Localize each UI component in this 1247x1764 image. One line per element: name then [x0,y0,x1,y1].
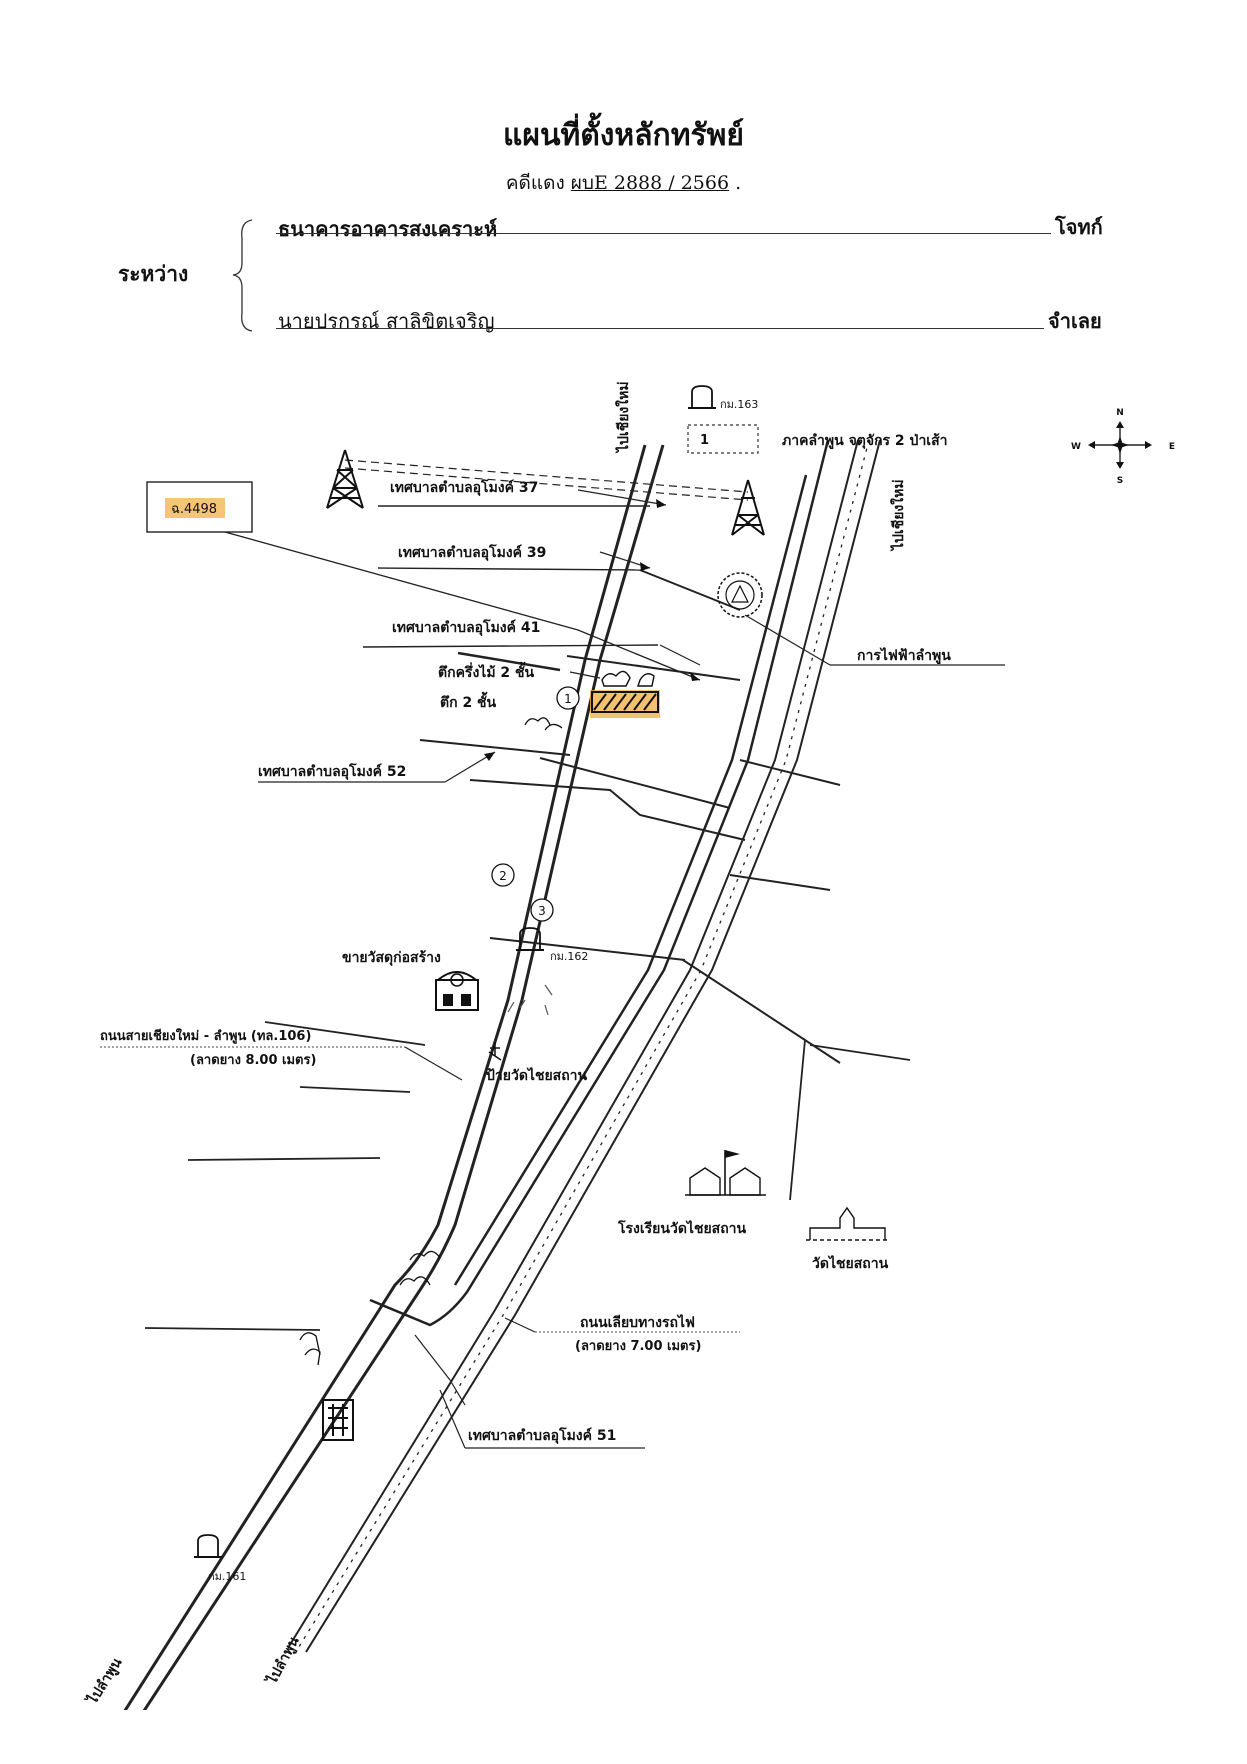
rail-road-name-label: ถนนเลียบทางรถไฟ [580,1313,695,1331]
side-roads [144,505,911,1331]
plaintiff-name: ธนาคารอาคารสงเคราะห์ [278,217,498,241]
scattered-marks [507,984,553,1016]
to-chiang-mai-rail-label: ไปเชียงใหม่ [889,479,907,552]
to-chiang-mai-road-label: ไปเชียงใหม่ [614,381,632,454]
school-label: โรงเรียนวัดไชยสถาน [617,1219,747,1237]
soi-39-label: เทศบาลตำบลอุโมงค์ 39 [398,543,546,561]
defendant-role: จำเลย [1048,309,1102,333]
half-wood-building-label: ตึกครึ่งไม้ 2 ชั้น [438,661,535,681]
plaintiff-role: โจทก์ [1055,215,1103,239]
temple-sign-icon [488,1042,502,1061]
case-number: ผบE 2888 / 2566 [570,172,730,194]
case-prefix: คดีแดง [505,172,565,194]
location-map: N S E W [82,381,1175,1710]
compass-rose: N S E W [1071,408,1175,486]
point-3-label: 3 [538,904,546,918]
km-marker-icon [194,1534,222,1558]
compass-s: S [1117,476,1123,486]
school-building-icon [685,1150,766,1196]
tree-icon [524,717,563,731]
two-storey-building-label: ตึก 2 ชั้น [440,691,497,711]
power-line [344,459,749,501]
km161-label: กม.161 [208,1570,246,1583]
defendant-underline [276,328,1044,329]
point-2-label: 2 [499,869,507,883]
km163-label: กม.163 [720,398,758,411]
point-1-label: 1 [564,692,572,706]
between-label: ระหว่าง [118,261,189,286]
highway-name-label: ถนนสายเชียงใหม่ - ลำพูน (ทล.106) [100,1027,311,1044]
point-3-marker: 3 [530,898,554,922]
railway-line [287,439,881,1653]
tree-icon [299,1250,441,1366]
compass-n: N [1116,408,1124,418]
soi-41-label: เทศบาลตำบลอุโมงค์ 41 [392,618,540,636]
temple-icon [806,1206,890,1241]
shop-building-icon [435,971,479,1011]
case-suffix: . [735,172,742,194]
document-title: แผนที่ตั้งหลักทรัพย์ [503,118,744,153]
engineering-office-icon: 1 [687,424,759,454]
deed-number: ฉ.4498 [171,502,217,517]
party-brace [232,219,253,332]
km-marker-icon [516,927,544,951]
highway-surface-label: (ลาดยาง 8.00 เมตร) [190,1053,316,1068]
point-2-marker: 2 [491,863,515,887]
defendant-name: นายปรกรณ์ สาลิขิตเจริญ [278,309,495,333]
rail-side-road [369,439,830,1327]
pea-label: การไฟฟ้าลำพูน [857,646,951,664]
landmark-icon [322,1399,354,1441]
to-lamphun-road-label: ไปลำพูน [82,1654,126,1709]
target-property-building [590,670,660,718]
temple-label: วัดไชยสถาน [812,1254,889,1272]
engineering-office-label: ภาคลำพูน จตุจักร 2 ป่าเส้า [782,433,948,449]
point-1-marker: 1 [556,686,580,710]
engineering-office-number: 1 [700,433,709,448]
materials-shop-label: ขายวัสดุก่อสร้าง [342,950,441,966]
km-marker-icon [688,385,716,409]
soi-51-label: เทศบาลตำบลอุโมงค์ 51 [468,1426,616,1444]
km162-label: กม.162 [550,950,588,963]
deed-highlight [165,498,225,518]
compass-w: W [1071,442,1081,452]
compass-e: E [1169,442,1175,452]
case-number-line: คดีแดง ผบE 2888 / 2566 . [0,168,1247,198]
rail-road-surface-label: (ลาดยาง 7.00 เมตร) [575,1339,701,1354]
pea-emblem-icon [717,572,763,618]
to-lamphun-rail-label: ไปลำพูน [262,1633,303,1689]
plaintiff-underline [276,233,1051,234]
highway-106 [123,444,665,1710]
power-tower-icon [731,479,765,536]
temple-sign-label: ป้ายวัดไชยสถาน [486,1066,588,1084]
power-tower-icon [326,449,364,509]
soi-37-label: เทศบาลตำบลอุโมงค์ 37 [390,478,538,496]
soi-52-label: เทศบาลตำบลอุโมงค์ 52 [258,762,406,780]
